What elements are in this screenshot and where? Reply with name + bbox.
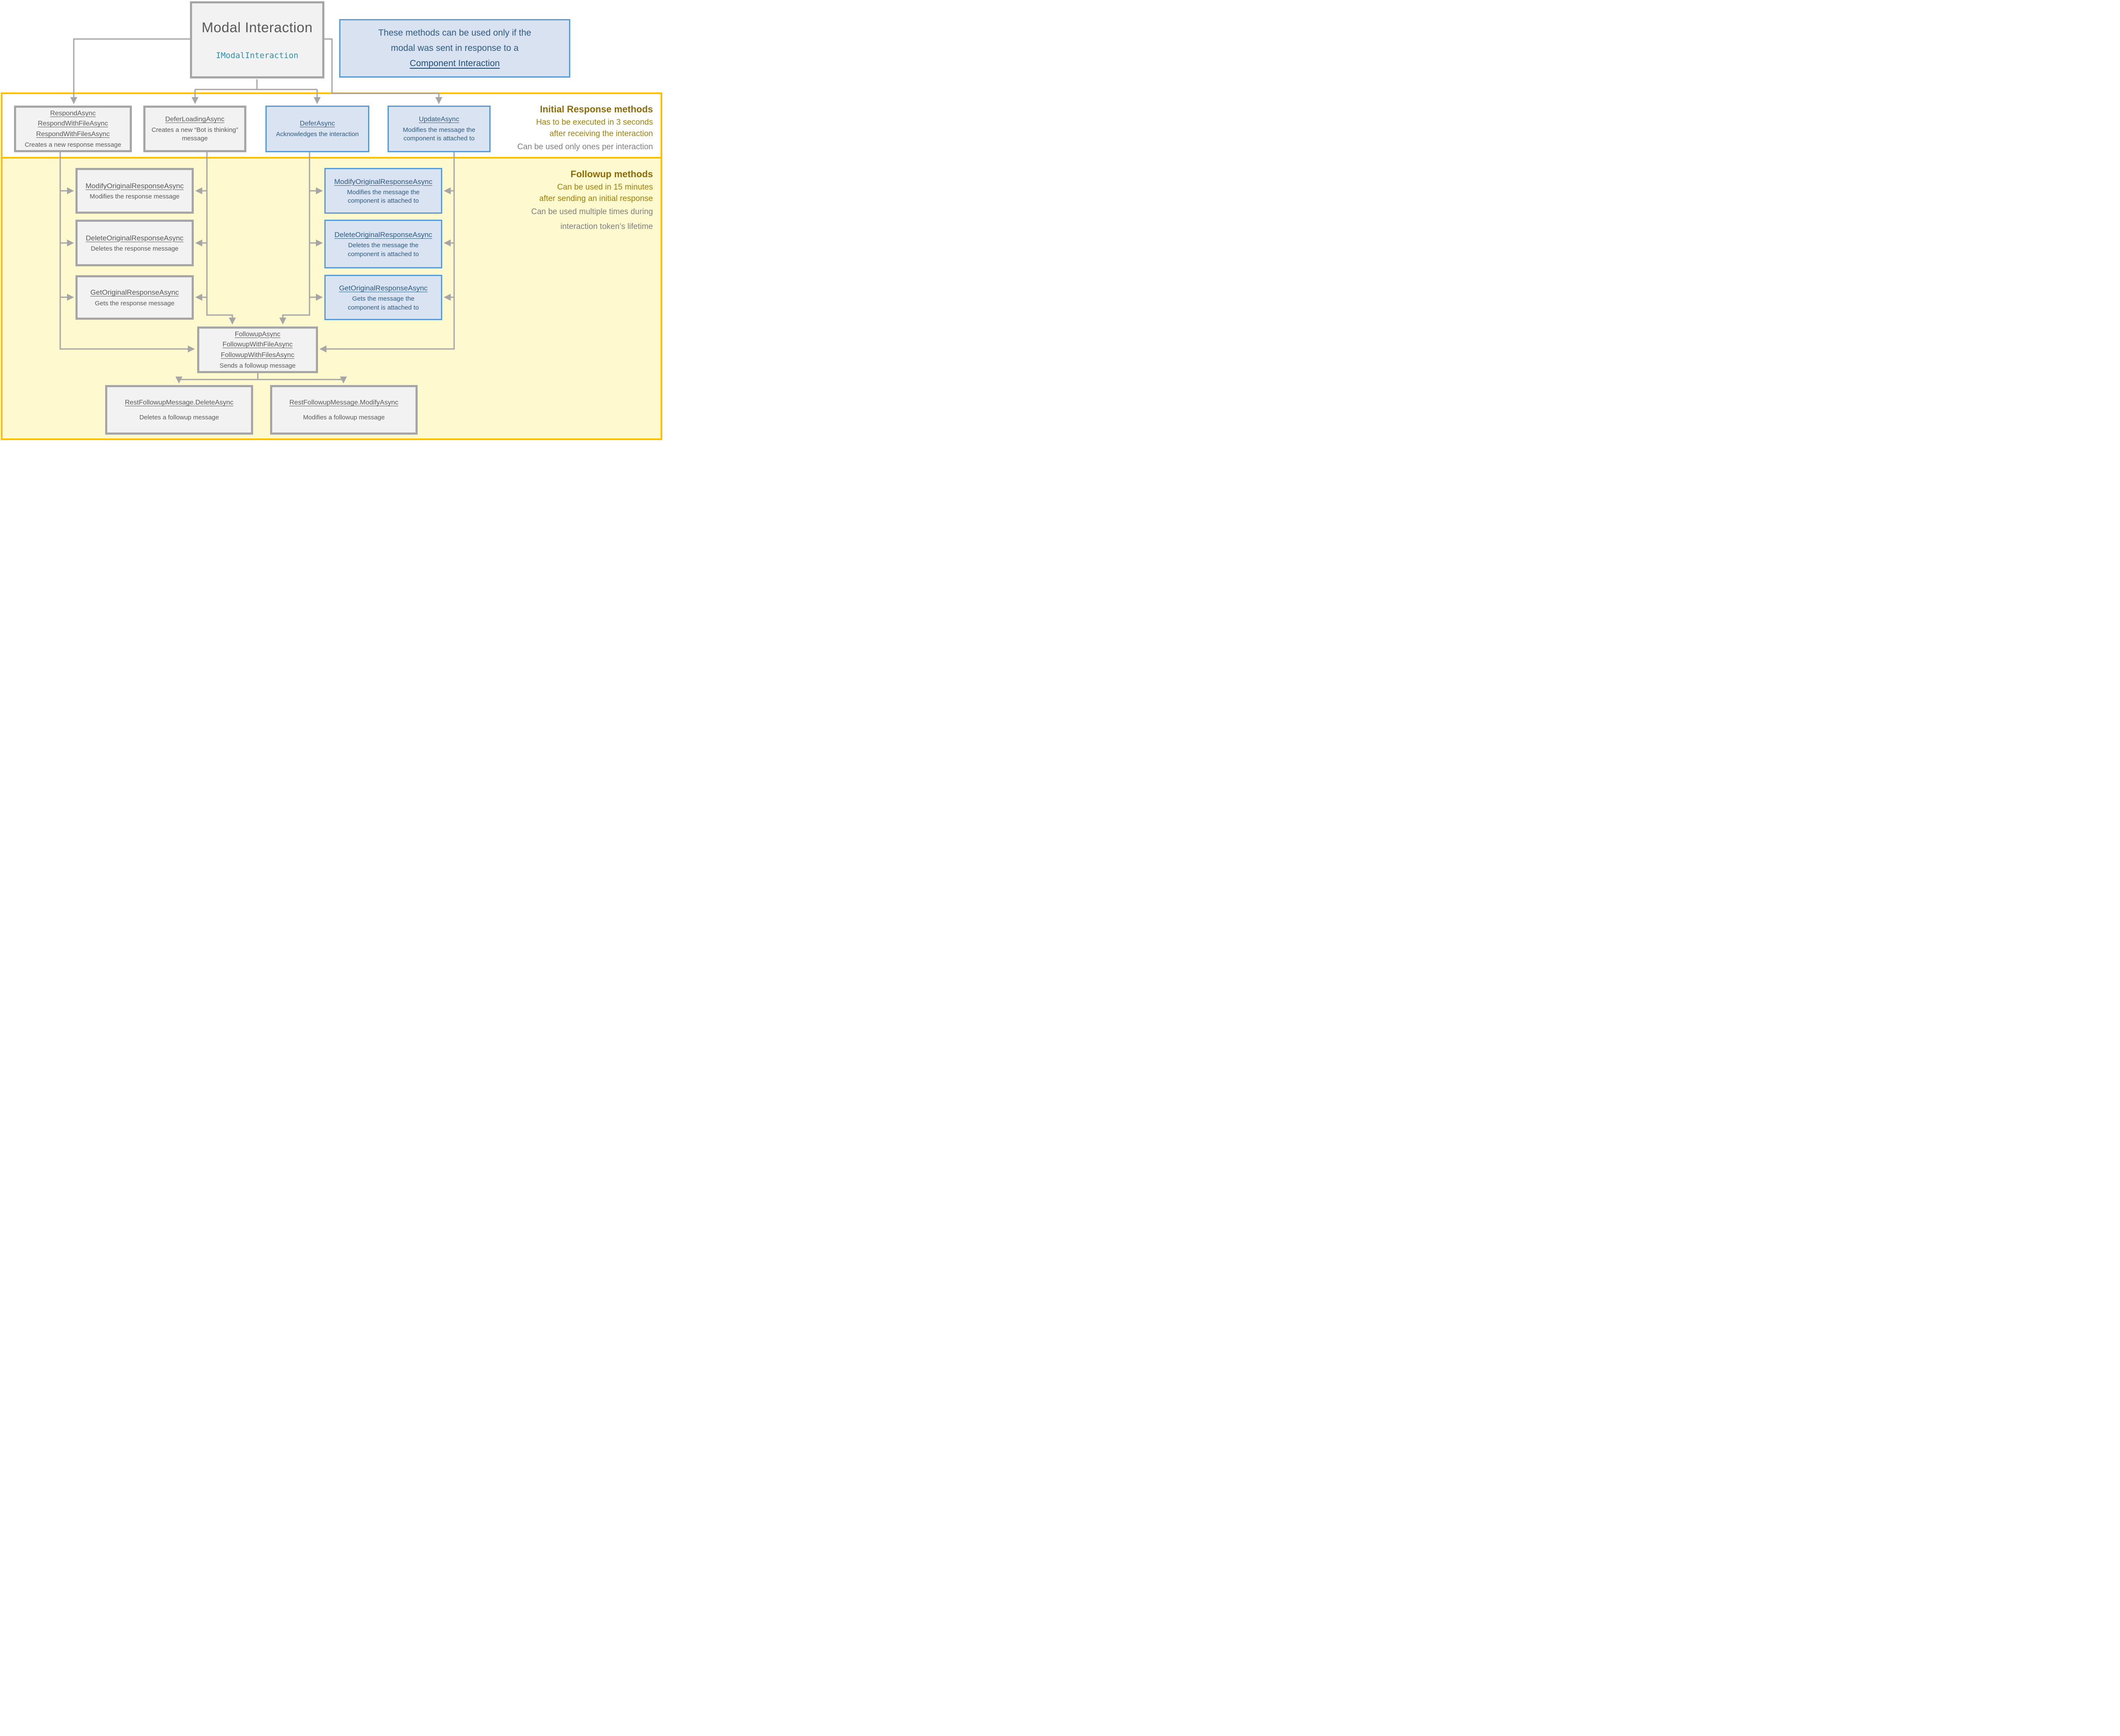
modify-component-response-link[interactable]: ModifyOriginalResponseAsync (334, 177, 432, 186)
component-interaction-note: These methods can be used only if the mo… (339, 19, 570, 78)
get-component-response-link[interactable]: GetOriginalResponseAsync (339, 284, 428, 293)
update-async-desc: Modifies the message the component is at… (403, 126, 475, 142)
modal-interaction-title: Modal Interaction (201, 20, 313, 35)
followup-gold-line2: after sending an initial response (539, 194, 653, 203)
node-rest-modify-async: RestFollowupMessage.ModifyAsync Modifies… (270, 385, 418, 435)
update-async-link[interactable]: UpdateAsync (418, 116, 460, 123)
delete-component-response-link[interactable]: DeleteOriginalResponseAsync (334, 231, 432, 239)
defer-async-link[interactable]: DeferAsync (300, 120, 335, 128)
initial-response-gray-line: Can be used only ones per interaction (517, 142, 653, 151)
component-interaction-link[interactable]: Component Interaction (410, 59, 500, 69)
defer-async-desc: Acknowledges the interaction (276, 131, 359, 138)
node-update-async: UpdateAsync Modifies the message the com… (388, 106, 491, 152)
initial-response-gold-line1: Has to be executed in 3 seconds (536, 118, 653, 127)
followup-gold-line1: Can be used in 15 minutes (557, 183, 653, 192)
followup-gray-line1: Can be used multiple times during (531, 207, 653, 216)
get-original-response-link[interactable]: GetOriginalResponseAsync (90, 288, 179, 297)
initial-response-side-text: Initial Response methods Has to be execu… (441, 103, 653, 153)
initial-response-heading: Initial Response methods (540, 104, 653, 114)
respond-async-desc: Creates a new response message (25, 141, 121, 149)
node-followup-async: FollowupAsync FollowupWithFileAsync Foll… (197, 327, 318, 373)
node-modify-component-response: ModifyOriginalResponseAsync Modifies the… (324, 168, 442, 214)
node-defer-loading-async: DeferLoadingAsync Creates a new “Bot is … (143, 106, 246, 152)
note-line1: These methods can be used only if the (378, 28, 531, 38)
rest-delete-async-link[interactable]: RestFollowupMessage.DeleteAsync (125, 399, 234, 406)
rest-delete-async-desc: Deletes a followup message (139, 413, 219, 421)
followup-async-link[interactable]: FollowupAsync (234, 330, 281, 338)
node-defer-async: DeferAsync Acknowledges the interaction (265, 106, 369, 152)
followup-side-text: Followup methods Can be used in 15 minut… (441, 168, 653, 232)
modify-component-response-desc: Modifies the message the component is at… (347, 188, 420, 205)
respond-async-link[interactable]: RespondAsync (50, 109, 96, 117)
defer-loading-async-desc: Creates a new “Bot is thinking” message (151, 126, 238, 142)
respond-with-file-async-link[interactable]: RespondWithFileAsync (38, 120, 108, 128)
node-delete-component-response: DeleteOriginalResponseAsync Deletes the … (324, 220, 442, 268)
node-modal-interaction: Modal Interaction IModalInteraction (190, 1, 324, 78)
defer-loading-async-link[interactable]: DeferLoadingAsync (165, 116, 225, 123)
followup-async-desc: Sends a followup message (219, 362, 296, 370)
initial-response-gold-line2: after receiving the interaction (550, 129, 653, 138)
diagram-canvas: Modal Interaction IModalInteraction Thes… (0, 0, 665, 446)
get-original-response-desc: Gets the response message (95, 299, 175, 307)
delete-component-response-desc: Deletes the message the component is att… (348, 242, 419, 258)
followup-with-files-async-link[interactable]: FollowupWithFilesAsync (220, 352, 295, 359)
followup-heading: Followup methods (570, 169, 653, 179)
rest-modify-async-link[interactable]: RestFollowupMessage.ModifyAsync (289, 399, 399, 406)
followup-gray-line2: interaction token’s lifetime (560, 222, 653, 232)
respond-with-files-async-link[interactable]: RespondWithFilesAsync (36, 131, 110, 138)
delete-original-response-link[interactable]: DeleteOriginalResponseAsync (86, 234, 184, 242)
modify-original-response-desc: Modifies the response message (89, 193, 180, 201)
node-delete-original-response: DeleteOriginalResponseAsync Deletes the … (75, 220, 194, 266)
delete-original-response-desc: Deletes the response message (91, 245, 179, 253)
node-get-original-response: GetOriginalResponseAsync Gets the respon… (75, 275, 194, 320)
node-rest-delete-async: RestFollowupMessage.DeleteAsync Deletes … (105, 385, 253, 435)
node-modify-original-response: ModifyOriginalResponseAsync Modifies the… (75, 168, 194, 214)
get-component-response-desc: Gets the message the component is attach… (348, 295, 419, 311)
node-respond-async: RespondAsync RespondWithFileAsync Respon… (14, 106, 132, 152)
imodalinteraction-label: IModalInteraction (216, 51, 298, 60)
note-line2: modal was sent in response to a (391, 43, 519, 53)
followup-with-file-async-link[interactable]: FollowupWithFileAsync (222, 341, 293, 349)
node-get-component-response: GetOriginalResponseAsync Gets the messag… (324, 275, 442, 320)
modify-original-response-link[interactable]: ModifyOriginalResponseAsync (85, 181, 184, 190)
rest-modify-async-desc: Modifies a followup message (303, 413, 385, 421)
